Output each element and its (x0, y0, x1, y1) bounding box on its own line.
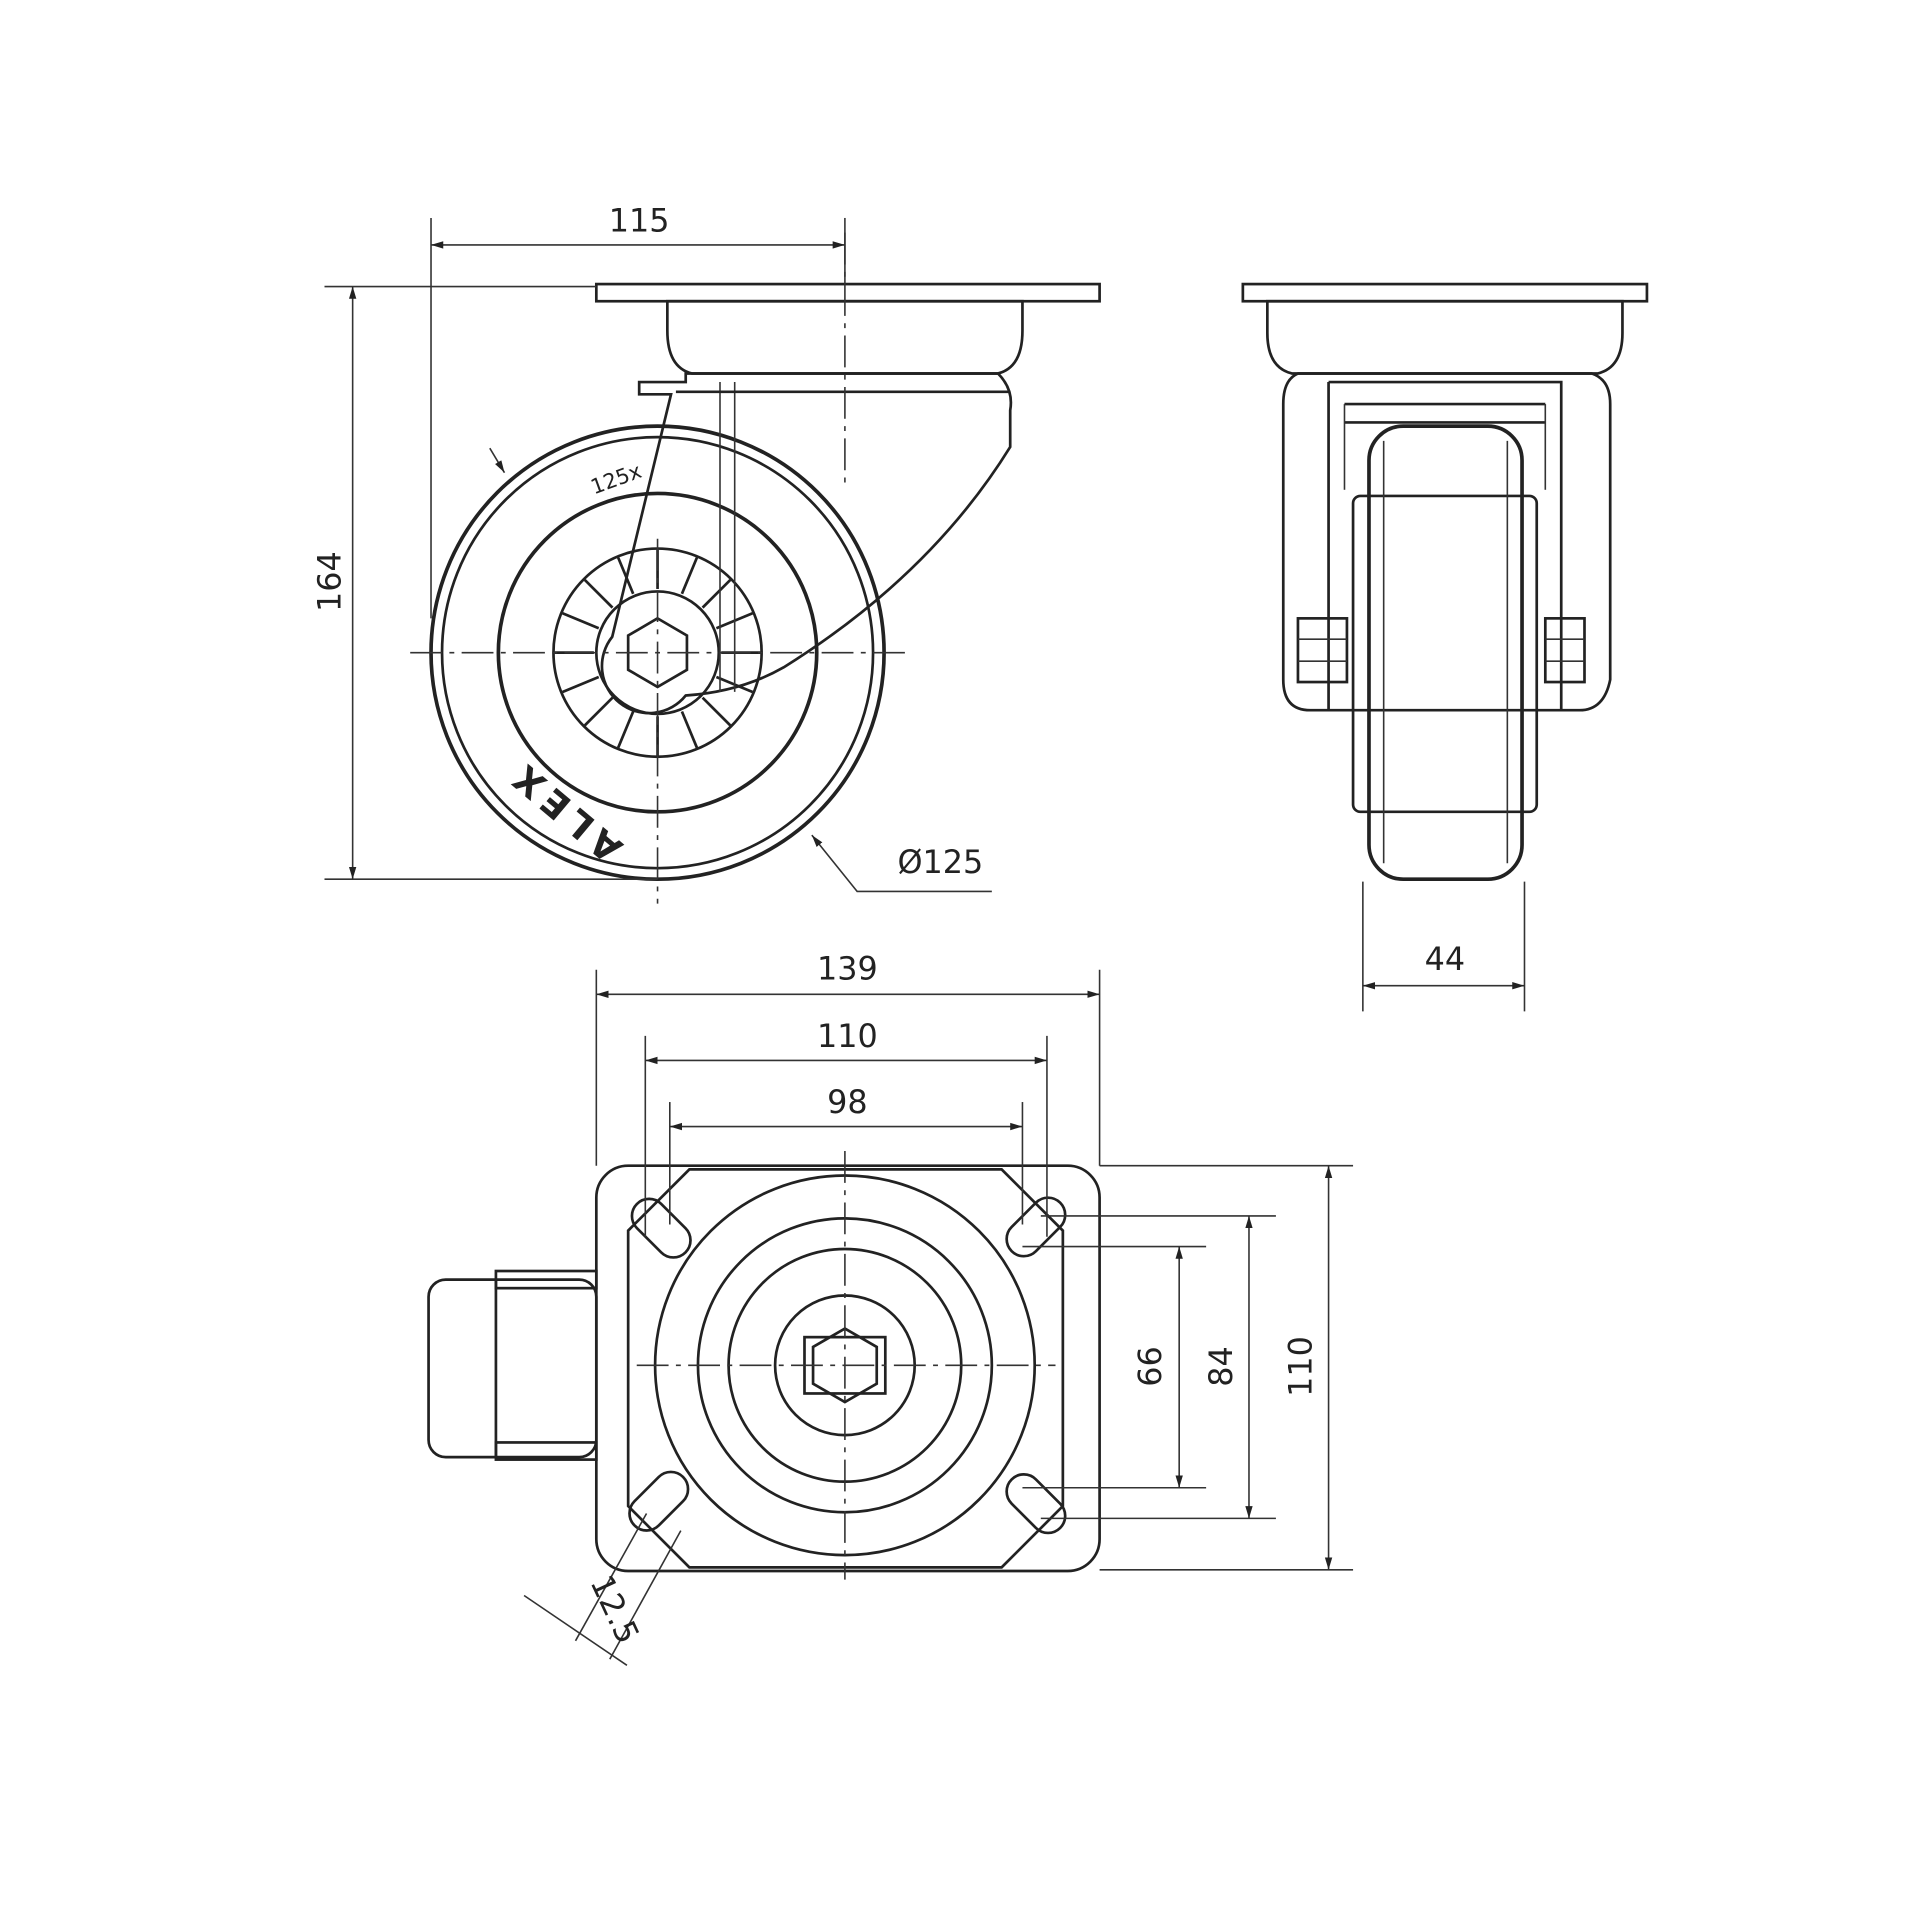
hub-spoke (583, 578, 614, 609)
axle-nut-right (1543, 617, 1586, 684)
hub-spoke (616, 710, 635, 749)
dimension-hole-spacing-outer-label: 110 (817, 1017, 878, 1055)
axle-nut-left (1296, 617, 1349, 684)
dimension-height-label: 164 (310, 551, 348, 612)
dimension-width-label: 44 (1425, 940, 1466, 978)
hub-spoke (680, 710, 699, 749)
front-hub (1351, 494, 1539, 814)
hub-spoke (562, 612, 600, 630)
dimension-line-12-5 (523, 1594, 628, 1666)
front-wheel (1367, 424, 1524, 882)
dimension-offset-label: 115 (609, 201, 670, 239)
front-housing (1266, 299, 1624, 375)
diameter-leader (811, 834, 992, 893)
fork (600, 372, 1013, 715)
front-top-plate (1241, 282, 1649, 303)
front-fork-outer (1281, 372, 1612, 712)
hub-spoke (680, 557, 699, 595)
side-view: 125x ALEX 115 164 Ø125 (310, 201, 1101, 904)
front-view: 44 (1241, 282, 1649, 1012)
top-view: 139 110 98 66 84 110 12.5 (427, 950, 1354, 1666)
dimension-hole-spacing-inner-label: 98 (827, 1083, 868, 1121)
top-wheel (427, 1269, 598, 1461)
slot-bottom-right (1005, 1473, 1067, 1535)
hub-spoke (701, 696, 732, 727)
dimension-84-label: 84 (1202, 1346, 1240, 1387)
hub-spoke (583, 696, 614, 727)
axle-nut (626, 616, 689, 689)
slot-top-left (630, 1197, 692, 1259)
dimension-diameter-label: Ø125 (898, 843, 984, 881)
dimension-66-label: 66 (1131, 1346, 1169, 1387)
slot-top-right (1005, 1196, 1067, 1258)
hub-spoke (562, 675, 600, 694)
top-plate (594, 282, 1101, 303)
hub-spoke (701, 578, 732, 609)
dimension-plate-length-label: 139 (817, 950, 878, 988)
brand-marking: ALEX (500, 751, 631, 870)
slot-bottom-left (628, 1470, 690, 1532)
mounting-plate (594, 1164, 1101, 1573)
kingpin-nut (811, 1327, 879, 1404)
dimension-110-vertical-label: 110 (1281, 1336, 1319, 1397)
mounting-slots (628, 1196, 1067, 1535)
